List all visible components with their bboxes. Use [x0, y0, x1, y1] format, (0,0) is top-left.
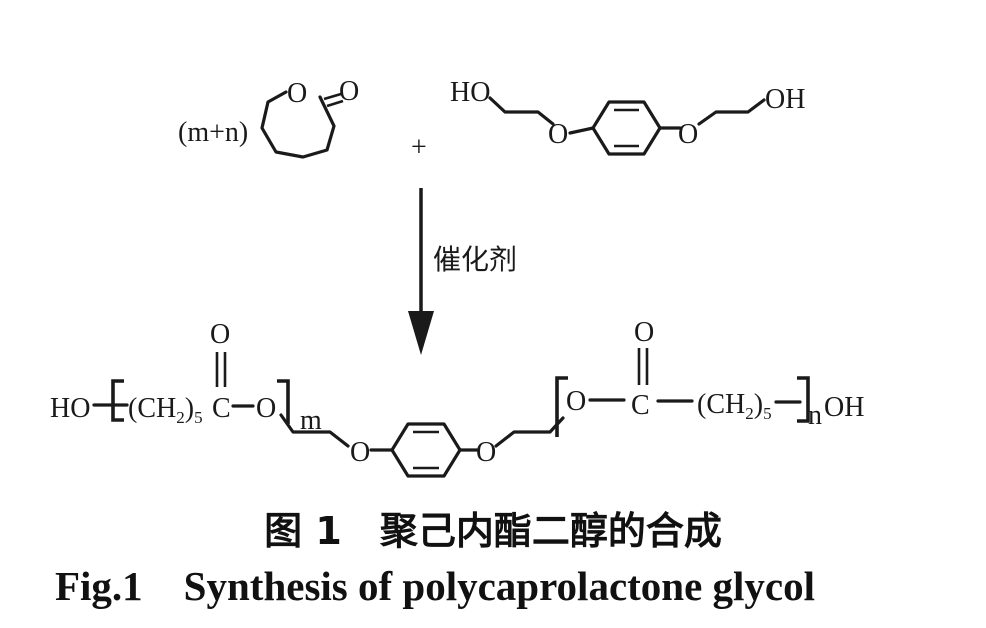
diol-right-hydroxyl: OH	[765, 84, 805, 115]
product-left-ester-oxygen: O	[256, 393, 276, 424]
product-right-ethylene-chain	[494, 416, 565, 448]
diol-right-chain	[697, 98, 766, 126]
synthesis-scheme: (m+n) O O + HO O O OH 催化剂 HO (CH2)5 C O	[50, 76, 864, 478]
diol-molecule: HO O O OH	[450, 77, 805, 156]
figure-caption-english: Fig.1 Synthesis of polycaprolactone glyc…	[55, 563, 816, 609]
diol-left-hydroxyl: HO	[450, 77, 490, 108]
product-left-end-group: HO	[50, 393, 90, 424]
diol-left-ether-oxygen: O	[548, 119, 568, 150]
product-left-close-bracket	[277, 379, 290, 424]
product-right-end-group: OH	[824, 392, 864, 423]
product-right-ester-oxygen: O	[566, 386, 586, 417]
catalyst-label: 催化剂	[433, 243, 517, 276]
caprolactone-ring-oxygen: O	[287, 78, 307, 109]
caprolactone-carbonyl-bond-1	[323, 92, 342, 101]
diol-right-ether-oxygen: O	[678, 119, 698, 150]
caprolactone-carbonyl-oxygen: O	[339, 76, 359, 107]
figure-caption-chinese: 图 1 聚己内酯二醇的合成	[264, 509, 722, 553]
product-left-repeat-index: m	[300, 405, 322, 436]
product-left-carbonyl-carbon: C	[212, 393, 231, 424]
product-left-open-bracket	[111, 379, 124, 422]
product-left-repeat-formula: (CH2)5	[128, 393, 203, 427]
product-left-ether-oxygen: O	[350, 437, 370, 468]
caprolactone-ring-bonds	[260, 90, 336, 159]
product-left-carbonyl-oxygen: O	[210, 319, 230, 350]
product-right-repeat-formula: (CH2)5	[697, 389, 772, 423]
caprolactone-multiplier: (m+n)	[178, 117, 248, 148]
product-right-open-bracket	[555, 376, 568, 437]
product-right-close-bracket	[797, 376, 810, 423]
plus-sign: +	[411, 132, 427, 163]
reaction-arrow	[408, 188, 434, 355]
product-left-ethylene-chain	[279, 413, 350, 448]
diol-left-chain	[488, 96, 555, 126]
caprolactone-molecule: (m+n) O O	[178, 76, 359, 159]
product-right-repeat-index: n	[808, 400, 822, 431]
arrow-head	[408, 311, 434, 355]
product-right-carbonyl-oxygen: O	[634, 317, 654, 348]
product-right-ether-oxygen: O	[476, 437, 496, 468]
product-molecule: HO (CH2)5 C O O m O O O C O (CH2)5 n OH	[50, 317, 864, 478]
diol-left-ring-bond	[568, 126, 595, 135]
product-right-carbonyl-carbon: C	[631, 390, 650, 421]
caprolactone-carbonyl-bond-2	[326, 99, 344, 108]
